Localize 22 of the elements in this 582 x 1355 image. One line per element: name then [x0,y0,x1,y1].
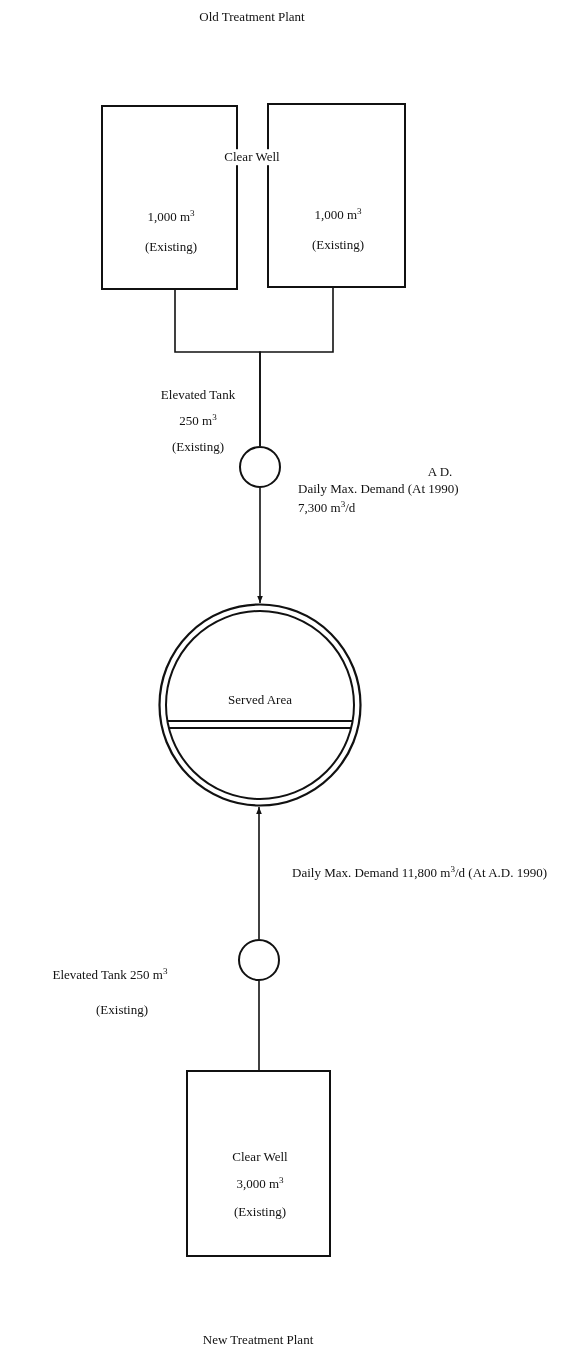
pipe-arrow [256,806,262,940]
tank-caption: Elevated Tank [160,387,236,403]
node-text: (Existing) [145,239,197,255]
plant-title: New Treatment Plant [202,1332,314,1348]
pipe-arrow [257,487,263,604]
node-text: 1,000 m$^{3}$ [314,207,362,223]
node-text: (Existing) [234,1204,286,1220]
tank-caption: Elevated Tank 250 m$^{3}$ [52,967,168,983]
node-text: Clear Well [232,1149,288,1165]
tank-caption: (Existing) [96,1002,148,1018]
note-text: A D. [427,464,453,480]
clear-well-box [186,1070,331,1257]
plant-title: Old Treatment Plant [199,9,305,25]
node-text: 1,000 m$^{3}$ [147,209,195,225]
tank-caption: 250 m$^{3}$ [179,413,217,429]
node-text: Served Area [228,692,292,708]
tank-caption: (Existing) [172,439,224,455]
edge-label: Daily Max. Demand (At 1990) 7,300 m$^{3}$/d [298,480,460,517]
node-text: 3,000 m$^{3}$ [236,1176,284,1192]
edge-label: Daily Max. Demand 11,800 m$^{3}$/d (At A.D. 1990) [292,864,549,882]
node-text: (Existing) [312,237,364,253]
clear-well-heading: Clear Well [222,149,282,165]
